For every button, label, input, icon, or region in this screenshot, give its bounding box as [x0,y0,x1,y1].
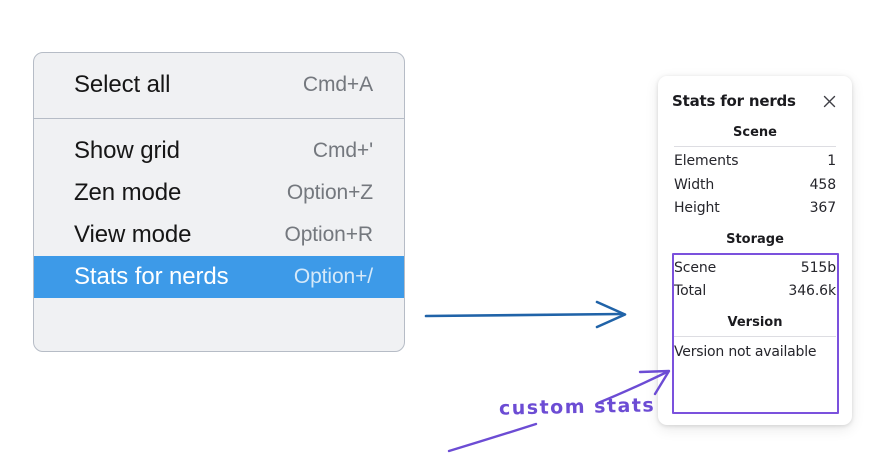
stats-row-elements-key: Elements [674,153,739,169]
stats-group-version: Version Version not available [672,308,838,364]
stats-row-storage-total: Total 346.6k [672,280,838,304]
stats-group-scene-title: Scene [733,125,777,140]
stats-panel-header: Stats for nerds [672,88,838,114]
menu-item-stats-for-nerds[interactable]: Stats for nerds Option+/ [34,256,404,298]
stats-row-storage-total-key: Total [674,283,707,299]
stats-row-storage-scene: Scene 515b [672,257,838,281]
menu-item-zen-mode-label: Zen mode [74,179,182,206]
menu-item-show-grid-label: Show grid [74,137,180,164]
menu-group-0: Select all Cmd+A [34,53,404,118]
stats-group-version-rule [674,335,836,337]
canvas-context-menu[interactable]: Select all Cmd+A Show grid Cmd+' Zen mod… [33,52,405,352]
stats-row-storage-total-value: 346.6k [788,283,836,299]
menu-group-0-top-padding [34,53,404,64]
stats-row-elements-value: 1 [827,153,836,169]
stats-row-height-key: Height [674,200,720,216]
stats-group-scene-rule [674,146,836,147]
stats-row-width-key: Width [674,176,715,193]
menu-item-stats-for-nerds-shortcut: Option+/ [293,265,373,288]
stats-row-height-value: 367 [809,200,837,216]
menu-divider [34,118,404,119]
menu-item-show-grid[interactable]: Show grid Cmd+' [34,130,404,172]
close-icon[interactable] [820,92,838,110]
stats-group-storage: Storage Scene 515b Total 346.6k [672,225,838,304]
menu-item-show-grid-shortcut: Cmd+' [312,139,373,162]
stroke-under-custom-stats [447,422,538,453]
menu-item-zen-mode[interactable]: Zen mode Option+Z [34,172,404,214]
menu-group-1-top-padding [34,119,404,130]
arrow-menu-to-panel [424,300,627,329]
stats-panel-title: Stats for nerds [672,92,796,110]
menu-item-view-mode-shortcut: Option+R [284,223,373,246]
menu-item-stats-for-nerds-label: Stats for nerds [74,263,229,290]
menu-item-zen-mode-shortcut: Option+Z [286,181,373,204]
stats-row-elements: Elements 1 [672,150,838,174]
menu-item-select-all-shortcut: Cmd+A [302,73,373,96]
menu-group-1-bottom-padding [34,298,404,319]
stats-for-nerds-panel: Stats for nerds Scene Elements 1 Width 4… [658,76,852,425]
stats-group-scene: Scene Elements 1 Width 458 Height 367 [672,118,838,221]
menu-item-view-mode[interactable]: View mode Option+R [34,214,404,256]
stats-row-storage-scene-key: Scene [674,259,717,276]
stats-version-note: Version not available [674,343,817,360]
stats-row-storage-scene-value: 515b [800,259,836,276]
menu-group-0-bottom-padding [34,106,404,118]
menu-item-view-mode-label: View mode [74,221,192,248]
stats-group-storage-rule [674,252,836,254]
stats-row-width: Width 458 [672,174,838,198]
custom-stats-annotation-label: custom stats [498,394,656,420]
stats-group-storage-title: Storage [726,231,784,247]
stats-row-height: Height 367 [672,197,838,221]
stats-group-version-title: Version [727,314,783,330]
stats-row-width-value: 458 [809,176,837,193]
menu-item-select-all[interactable]: Select all Cmd+A [34,64,404,106]
menu-group-1: Show grid Cmd+' Zen mode Option+Z View m… [34,119,404,319]
menu-item-select-all-label: Select all [74,71,171,98]
